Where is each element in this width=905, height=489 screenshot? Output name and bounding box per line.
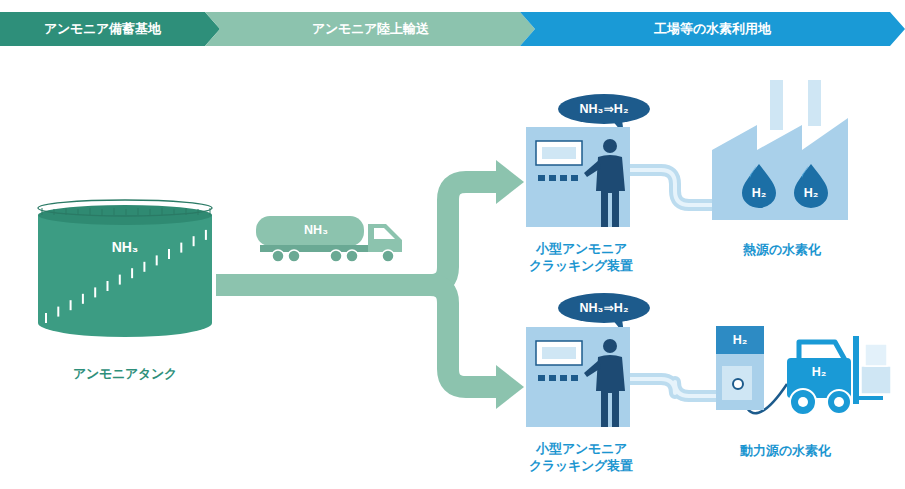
connector-stroke: [630, 379, 716, 396]
factory: 熱源の水素化 H₂ H₂: [712, 80, 852, 262]
cracking-unit: 小型アンモニア クラッキング装置: [526, 127, 638, 279]
node-text: NH₃: [276, 222, 356, 238]
arrow-head: [496, 160, 524, 204]
flow-arrow: [216, 160, 524, 285]
node-text: H₂: [716, 332, 764, 348]
forklift-shape: [783, 336, 895, 420]
connector-stroke: [630, 379, 716, 396]
node-text: NH₃⇒H₂: [560, 101, 648, 117]
connector-stroke: [216, 285, 500, 387]
node-text: 小型アンモニア クラッキング装置: [522, 441, 640, 475]
tank-truck: NH₃: [256, 212, 406, 264]
node-text: 小型アンモニア クラッキング装置: [522, 241, 640, 275]
arrow-head: [496, 365, 524, 409]
node-text: NH₃: [90, 239, 160, 255]
caption-label: 動力源の水素化: [728, 443, 842, 460]
node-text: アンモニア備蓄基地: [0, 12, 205, 46]
node-text: 工場等の水素利用地: [535, 12, 890, 46]
node-text: アンモニアタンク: [30, 365, 220, 382]
hydrogen-pipe: [630, 170, 716, 205]
ammonia-tank-shape: [30, 195, 220, 390]
node-text: アンモニア陸上輸送: [220, 12, 520, 46]
node-text: 熱源の水素化: [712, 242, 852, 259]
header-band: アンモニア備蓄基地: [0, 12, 220, 46]
cracking-unit-shape: [526, 127, 638, 279]
cracking-unit-shape: [526, 327, 638, 479]
node-text: H₂: [791, 364, 847, 380]
hydrogen-flame-shape: [740, 162, 778, 208]
hydrogen-flame: H₂: [792, 162, 830, 208]
hydrogen-station: H₂: [716, 326, 768, 412]
connector-stroke: [630, 170, 716, 205]
factory-shape: [712, 80, 852, 262]
hydrogen-pipe: [630, 379, 716, 396]
header-band: アンモニア陸上輸送: [205, 12, 535, 46]
connector-stroke: [630, 170, 716, 205]
node-text: NH₃⇒H₂: [560, 300, 648, 316]
cracking-unit: 小型アンモニア クラッキング装置: [526, 327, 638, 479]
flow-arrow: [216, 285, 524, 409]
forklift: H₂: [783, 336, 895, 420]
hydrogen-flame: H₂: [740, 162, 778, 208]
node-text: H₂: [740, 185, 778, 201]
hydrogen-flame-shape: [792, 162, 830, 208]
tank-truck-shape: [256, 212, 406, 264]
connector-stroke: [216, 182, 500, 285]
ammonia-tank: NH₃ アンモニアタンク: [30, 195, 220, 390]
node-text: H₂: [792, 185, 830, 201]
header-band: 工場等の水素利用地: [520, 12, 905, 46]
